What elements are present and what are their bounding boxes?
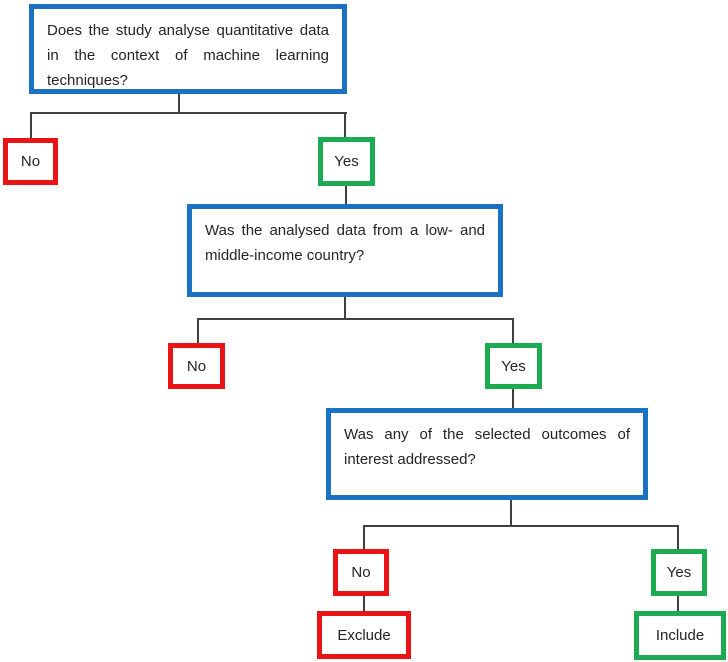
question-text-outcomes: Was any of the selected outcomes of inte… [344,426,630,468]
connector-yes2-q3 [512,389,514,409]
connector-yes1-q2 [345,186,347,205]
connector-q3-drop [510,500,512,527]
connector-branch2-no [197,318,199,344]
no-label-level2: No [186,357,207,375]
yes-box-level1: Yes [318,137,375,186]
exclude-box: Exclude [317,611,411,659]
connector-branch2 [197,318,514,320]
yes-label-level1: Yes [334,153,359,170]
include-box: Include [634,611,726,660]
question-box-machine-learning: Does the study analyse quantitative data… [29,4,347,94]
connector-branch1 [31,112,347,114]
question-box-lmic: Was the analysed data from a low- and mi… [187,204,503,297]
no-label-level1: No [20,153,41,170]
connector-branch2-yes [512,318,514,344]
connector-branch1-yes [344,112,346,138]
question-box-outcomes: Was any of the selected outcomes of inte… [326,408,648,500]
connector-yes3-include [677,596,679,612]
yes-box-level2: Yes [485,343,542,389]
connector-q2-drop [344,297,346,320]
no-box-level3: No [333,549,389,596]
no-box-level2: No [168,343,225,389]
no-box-level1: No [3,138,58,185]
connector-branch3-yes [677,525,679,550]
question-text-lmic: Was the analysed data from a low- and mi… [205,222,485,264]
exclude-label: Exclude [337,626,391,644]
connector-branch1-no [30,112,32,139]
connector-branch3-no [363,525,365,550]
connector-q1-drop [178,94,180,114]
yes-label-level3: Yes [666,564,692,581]
yes-label-level2: Yes [501,357,526,375]
yes-box-level3: Yes [651,549,707,596]
no-label-level3: No [351,564,371,581]
connector-branch3 [363,525,679,527]
question-text-machine-learning: Does the study analyse quantitative data… [47,22,329,89]
connector-no3-exclude [363,596,365,612]
include-label: Include [655,627,705,644]
